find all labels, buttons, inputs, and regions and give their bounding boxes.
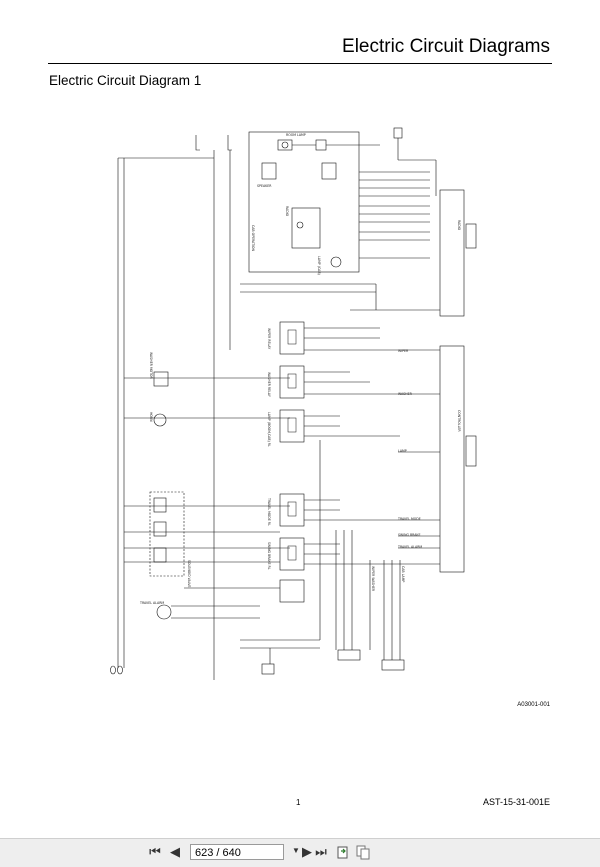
label-radio: RADIO: [285, 206, 289, 217]
label-swing-brake-rl: SWING BRAKE RL: [267, 542, 271, 570]
label-wiper-relay: WIPER RELAY: [267, 328, 271, 349]
label-washer-relay: WASHER RELAY: [267, 372, 271, 397]
label-travel-alarm: TRAVEL ALARM: [397, 545, 422, 549]
label-lamp: LAMP: [398, 449, 407, 453]
document-code: AST-15-31-001E: [482, 797, 550, 807]
document-title: Electric Circuit Diagrams: [342, 36, 550, 57]
figure-code: A03001-001: [517, 702, 550, 708]
next-page-icon[interactable]: ▶: [302, 845, 312, 860]
label-room-lamp: ROOM LAMP: [286, 133, 306, 137]
label-horn: HORN: [149, 412, 153, 422]
label-controller: CONTROLLER: [457, 410, 461, 432]
last-page-icon[interactable]: ⏭: [315, 845, 327, 860]
label-travel-alarm-left: TRAVEL ALARM: [139, 601, 164, 605]
page-input[interactable]: 623 / 640: [190, 844, 284, 860]
copy-page-icon[interactable]: [356, 844, 370, 860]
label-travel-mode: TRAVEL MODE: [397, 517, 421, 521]
label-solenoid-valve: SOLENOID VALVE: [187, 560, 191, 587]
label-radio-connector: RADIO: [457, 220, 461, 231]
label-boom-lamp-relay: LAMP (BOOM,CAB) RL: [267, 412, 271, 447]
export-page-icon[interactable]: [336, 844, 350, 860]
label-travel-mode-rl: TRAVEL MODE RL: [267, 497, 271, 526]
label-wiper: WIPER: [398, 349, 409, 353]
pdf-toolbar: ⏮ ◀ 623 / 640 ▼ ▶ ⏭: [0, 838, 600, 867]
page-number: 1: [296, 798, 301, 807]
first-page-icon[interactable]: ⏮: [149, 845, 161, 860]
label-cab-operation: CAB OPERATION: [251, 225, 255, 251]
prev-page-icon[interactable]: ◀: [170, 845, 180, 860]
chevron-down-icon[interactable]: ▼: [292, 846, 300, 855]
document-page: Electric Circuit Diagrams Electric Circu…: [48, 36, 552, 807]
section-title: Electric Circuit Diagram 1: [49, 73, 202, 88]
label-swing-brake: SWING BRAKE: [398, 533, 421, 537]
circuit-diagram: ROOM LAMP SPEAKER RADIO CAB OPERATION LA…: [110, 127, 477, 680]
label-washer-motor: WASHER MOTOR: [149, 352, 153, 380]
label-washer: WASHER: [398, 392, 413, 396]
label-lamp-cab: LAMP (CAB): [317, 256, 321, 275]
label-cab-lamp: CAB LAMP: [401, 566, 405, 582]
label-wiper-washer: WIPER WASHER: [371, 566, 375, 592]
label-speaker: SPEAKER: [257, 184, 272, 188]
title-rule: [48, 63, 552, 64]
